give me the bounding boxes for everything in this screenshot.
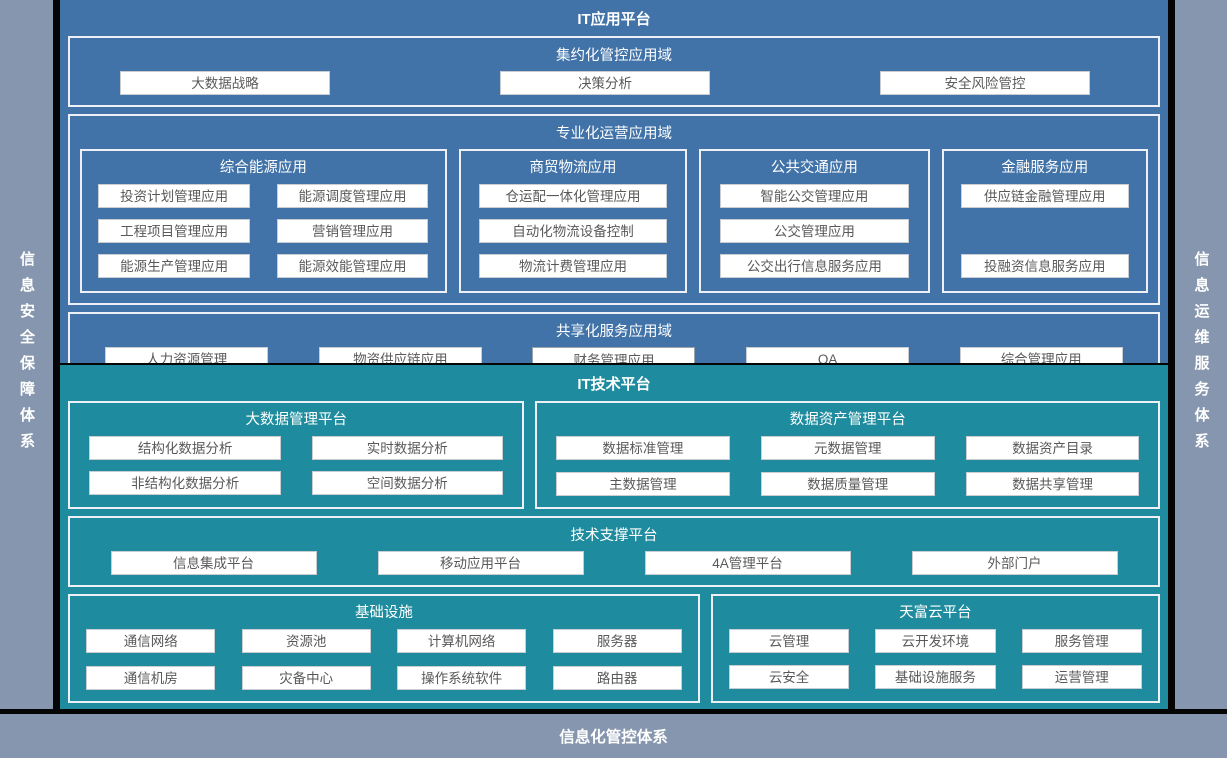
- energy-group-title: 综合能源应用: [219, 160, 307, 176]
- bigdata-chips: 结构化数据分析 实时数据分析 非结构化数据分析 空间数据分析: [80, 436, 512, 495]
- transport-group-chips: 智能公交管理应用 公交管理应用 公交出行信息服务应用: [710, 184, 918, 278]
- tech-chip: 云开发环境: [875, 629, 996, 653]
- tech-chip: 服务器: [552, 629, 682, 653]
- tech-chip: 路由器: [552, 666, 682, 690]
- left-sidebar-label: 信息安全保障体系: [18, 250, 35, 459]
- tech-chip: 操作系统软件: [397, 666, 527, 690]
- tech-support-title: 技术支撑平台: [570, 528, 658, 544]
- tech-chip: 云管理: [728, 629, 850, 653]
- tech-chip: 灾备中心: [241, 666, 371, 690]
- tech-chip: 数据资产目录: [965, 436, 1140, 460]
- app-chip: 智能公交管理应用: [719, 184, 910, 208]
- app-platform-panel: IT应用平台 集约化管控应用域 大数据战略 决策分析 安全风险管控 专业化运营应…: [60, 0, 1168, 383]
- cloud-platform-title: 天富云平台: [899, 605, 972, 621]
- bottom-divider: [0, 709, 1227, 714]
- transport-group: 公共交通应用 智能公交管理应用 公交管理应用 公交出行信息服务应用: [699, 149, 930, 293]
- tech-platform-title: IT技术平台: [577, 376, 651, 393]
- centralized-control-title: 集约化管控应用域: [556, 48, 672, 64]
- app-chip: 能源调度管理应用: [276, 184, 429, 208]
- cloud-platform-box: 天富云平台 云管理 云开发环境 服务管理 云安全 基础设施服务 运营管理: [710, 594, 1160, 703]
- app-chip: 供应链金融管理应用: [960, 184, 1129, 208]
- centralized-control-section: 集约化管控应用域 大数据战略 决策分析 安全风险管控: [68, 36, 1160, 107]
- bigdata-platform-title: 大数据管理平台: [245, 412, 347, 428]
- app-chip: 能源效能管理应用: [276, 254, 429, 278]
- specialized-operation-title: 专业化运营应用域: [556, 126, 672, 142]
- specialized-groups: 综合能源应用 投资计划管理应用 能源调度管理应用 工程项目管理应用 营销管理应用…: [80, 149, 1148, 293]
- infrastructure-title: 基础设施: [354, 605, 413, 621]
- app-chip: 物流计费管理应用: [479, 254, 667, 278]
- infrastructure-chips: 通信网络 资源池 计算机网络 服务器 通信机房 灾备中心 操作系统软件 路由器: [80, 629, 688, 690]
- main-content: IT应用平台 集约化管控应用域 大数据战略 决策分析 安全风险管控 专业化运营应…: [60, 0, 1168, 709]
- app-chip: 大数据战略: [120, 71, 330, 95]
- tech-chip: 元数据管理: [760, 436, 935, 460]
- right-sidebar-label: 信息运维服务体系: [1192, 250, 1210, 459]
- data-asset-platform-box: 数据资产管理平台 数据标准管理 元数据管理 数据资产目录 主数据管理 数据质量管…: [535, 401, 1160, 509]
- tech-chip: 资源池: [241, 629, 371, 653]
- centralized-chip-row: 大数据战略 决策分析 安全风险管控: [80, 71, 1148, 95]
- tech-chip: 计算机网络: [397, 629, 527, 653]
- bigdata-platform-box: 大数据管理平台 结构化数据分析 实时数据分析 非结构化数据分析 空间数据分析: [68, 401, 525, 509]
- app-chip: 营销管理应用: [276, 219, 429, 243]
- logistics-group-title: 商贸物流应用: [529, 160, 617, 176]
- tech-chip: 实时数据分析: [311, 436, 503, 460]
- app-chip: 自动化物流设备控制: [479, 219, 667, 243]
- diagram-body: 信息安全保障体系 IT应用平台 集约化管控应用域 大数据战略 决策分析 安全风险…: [0, 0, 1227, 709]
- tech-chip: 通信网络: [86, 629, 216, 653]
- tech-chip: 非结构化数据分析: [89, 471, 281, 495]
- bottom-bar: 信息化管控体系: [0, 714, 1227, 758]
- shared-services-title: 共享化服务应用域: [556, 324, 672, 340]
- tech-chip: 外部门户: [911, 551, 1118, 575]
- app-chip: 公交管理应用: [719, 219, 910, 243]
- app-chip: 仓运配一体化管理应用: [479, 184, 667, 208]
- tech-chip: 基础设施服务: [875, 665, 996, 689]
- tech-chip: 服务管理: [1021, 629, 1143, 653]
- tech-chip: 主数据管理: [556, 472, 730, 496]
- tech-chip: 4A管理平台: [644, 551, 851, 575]
- left-sidebar: 信息安全保障体系: [0, 0, 53, 709]
- tech-chip: 信息集成平台: [110, 551, 317, 575]
- app-chip: 工程项目管理应用: [98, 219, 250, 243]
- tech-chip: 数据标准管理: [556, 436, 730, 460]
- data-asset-platform-title: 数据资产管理平台: [789, 412, 906, 428]
- app-chip: 决策分析: [500, 71, 710, 95]
- logistics-group-chips: 仓运配一体化管理应用 自动化物流设备控制 物流计费管理应用: [470, 184, 676, 278]
- app-chip: 公交出行信息服务应用: [719, 254, 910, 278]
- app-platform-title: IT应用平台: [577, 11, 651, 28]
- data-asset-chips: 数据标准管理 元数据管理 数据资产目录 主数据管理 数据质量管理 数据共享管理: [547, 436, 1148, 496]
- tech-chip: 空间数据分析: [311, 471, 503, 495]
- infrastructure-box: 基础设施 通信网络 资源池 计算机网络 服务器 通信机房 灾备中心 操作系统软件…: [68, 594, 700, 703]
- finance-group: 金融服务应用 供应链金融管理应用 投融资信息服务应用: [941, 149, 1148, 293]
- tech-chip: 云安全: [728, 665, 850, 689]
- panel-divider: [60, 363, 1168, 365]
- tech-chip: 数据质量管理: [760, 472, 935, 496]
- data-platforms-row: 大数据管理平台 结构化数据分析 实时数据分析 非结构化数据分析 空间数据分析 数…: [68, 401, 1160, 509]
- tech-chip: 结构化数据分析: [89, 436, 281, 460]
- finance-group-chips: 供应链金融管理应用 投融资信息服务应用: [953, 184, 1137, 278]
- infrastructure-row: 基础设施 通信网络 资源池 计算机网络 服务器 通信机房 灾备中心 操作系统软件…: [68, 594, 1160, 703]
- tech-support-section: 技术支撑平台 信息集成平台 移动应用平台 4A管理平台 外部门户: [68, 516, 1160, 587]
- app-chip: 能源生产管理应用: [98, 254, 250, 278]
- cloud-chips: 云管理 云开发环境 服务管理 云安全 基础设施服务 运营管理: [723, 629, 1148, 689]
- tech-chip: 移动应用平台: [377, 551, 584, 575]
- bottom-bar-label: 信息化管控体系: [559, 729, 668, 746]
- tech-support-chips: 信息集成平台 移动应用平台 4A管理平台 外部门户: [80, 551, 1148, 575]
- energy-group-chips: 投资计划管理应用 能源调度管理应用 工程项目管理应用 营销管理应用 能源生产管理…: [91, 184, 436, 278]
- right-sidebar: 信息运维服务体系: [1175, 0, 1227, 709]
- right-divider: [1168, 0, 1175, 709]
- app-chip: 投融资信息服务应用: [960, 254, 1129, 278]
- app-chip: 投资计划管理应用: [98, 184, 250, 208]
- tech-platform-panel: IT技术平台 大数据管理平台 结构化数据分析 实时数据分析 非结构化数据分析 空…: [60, 365, 1168, 709]
- tech-chip: 运营管理: [1021, 665, 1143, 689]
- logistics-group: 商贸物流应用 仓运配一体化管理应用 自动化物流设备控制 物流计费管理应用: [458, 149, 688, 293]
- energy-group: 综合能源应用 投资计划管理应用 能源调度管理应用 工程项目管理应用 营销管理应用…: [80, 149, 447, 293]
- specialized-operation-section: 专业化运营应用域 综合能源应用 投资计划管理应用 能源调度管理应用 工程项目管理…: [68, 114, 1160, 305]
- app-chip: 安全风险管控: [880, 71, 1090, 95]
- tech-chip: 通信机房: [86, 666, 216, 690]
- left-divider: [53, 0, 60, 709]
- tech-chip: 数据共享管理: [965, 472, 1140, 496]
- finance-group-title: 金融服务应用: [1001, 160, 1089, 176]
- transport-group-title: 公共交通应用: [770, 160, 858, 176]
